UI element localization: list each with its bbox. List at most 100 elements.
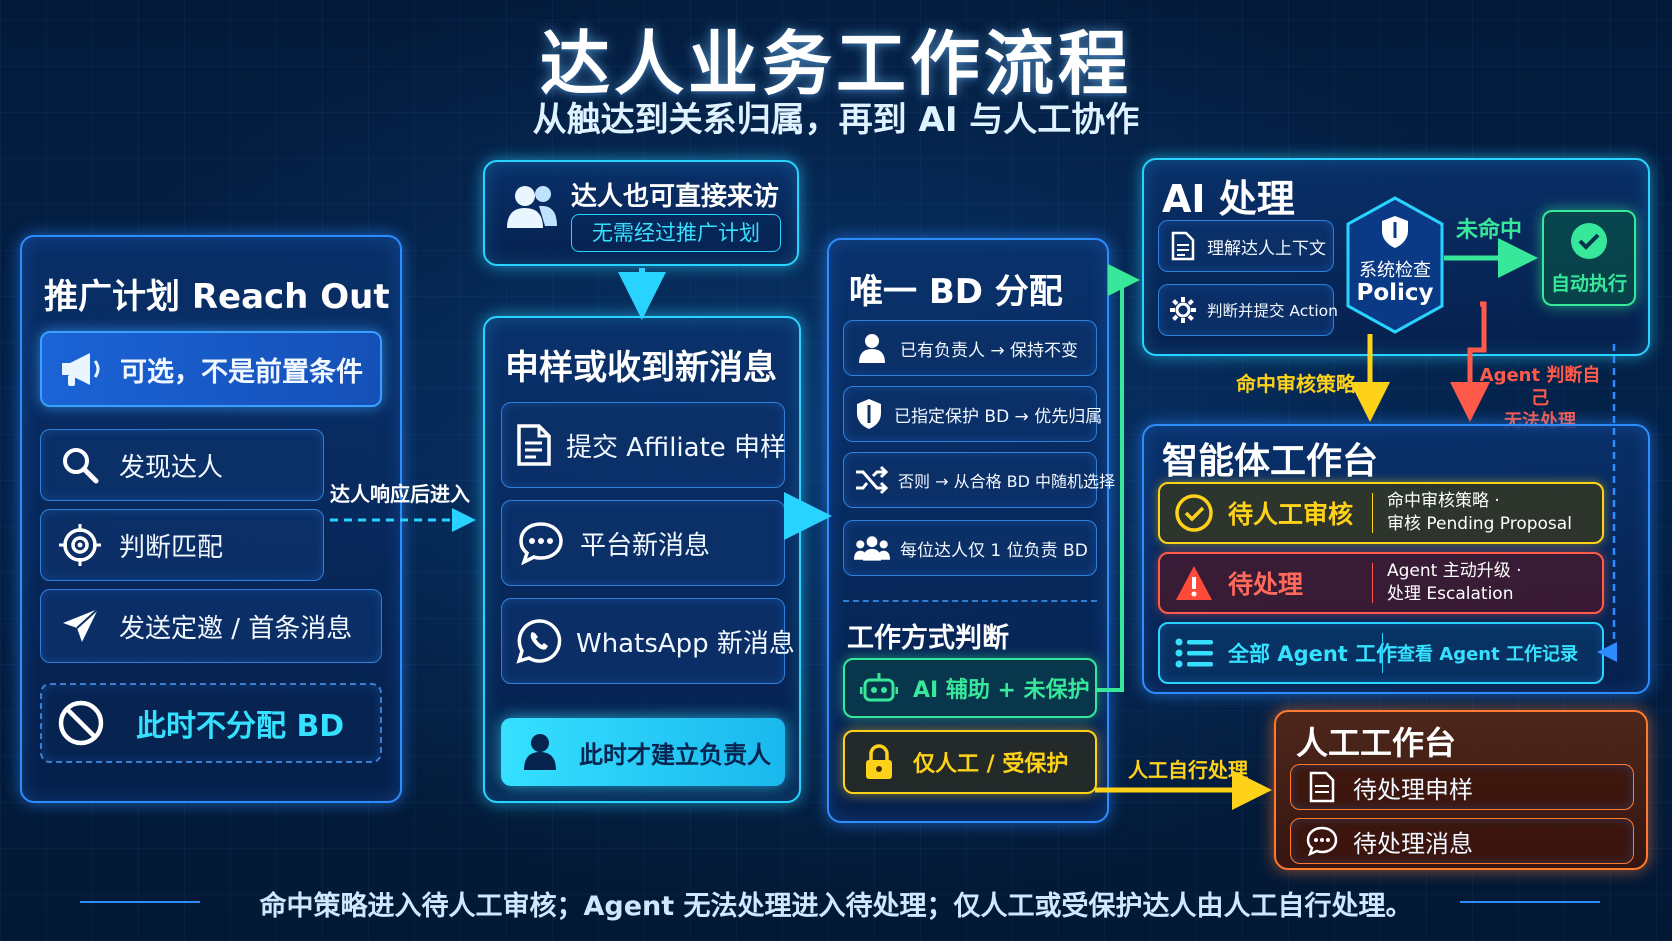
- document-icon: [1169, 231, 1197, 261]
- shield-icon: [1378, 214, 1412, 254]
- ai-process-panel: AI 处理 理解达人上下文 判断并提交 Action 系统检查 Policy 未…: [1142, 158, 1650, 356]
- page-subtitle: 从触达到关系归属，再到 AI 与人工协作: [532, 100, 1140, 140]
- gear-icon: [1169, 296, 1197, 324]
- item-whatsapp: WhatsApp 新消息: [501, 598, 795, 684]
- escalation-desc-line1: Agent 主动升级 ·: [1387, 561, 1522, 581]
- rule-protected-bd-label: 已指定保护 BD → 优先归属: [894, 406, 1103, 427]
- auto-exec-label: 自动执行: [1550, 272, 1627, 295]
- bd-divider: [843, 600, 1097, 602]
- check-circle-icon: [1174, 493, 1214, 533]
- pending-review-label: 待人工审核: [1228, 500, 1354, 529]
- row-all-agent-work: 全部 Agent 工作 查看 Agent 工作记录: [1158, 622, 1604, 684]
- step-match: 判断匹配: [40, 509, 324, 581]
- ai-step-action-label: 判断并提交 Action: [1207, 302, 1338, 320]
- escalation-desc-line2: 处理 Escalation: [1387, 584, 1514, 604]
- group-icon: [854, 533, 890, 563]
- reach-out-panel: 推广计划 Reach Out 可选，不是前置条件 发现达人 判断匹配 发送定邀 …: [20, 235, 402, 803]
- pending-review-desc-line1: 命中审核策略 ·: [1387, 491, 1500, 511]
- direct-visit-sub: 无需经过推广计划: [571, 214, 781, 252]
- human-item-messages-label: 待处理消息: [1353, 829, 1473, 858]
- item-affiliate: 提交 Affiliate 申样: [501, 402, 787, 488]
- lock-icon: [859, 743, 899, 781]
- list-icon: [1174, 638, 1214, 668]
- ai-step-action: 判断并提交 Action: [1158, 284, 1338, 336]
- check-circle-icon: [1569, 221, 1609, 265]
- optional-card: 可选，不是前置条件: [40, 331, 382, 407]
- agent-cannot-label: Agent 判断自己 无法处理: [1479, 365, 1601, 432]
- pending-review-desc-line2: 审核 Pending Proposal: [1387, 514, 1572, 534]
- miss-label: 未命中: [1456, 218, 1523, 243]
- step-match-label: 判断匹配: [119, 532, 224, 563]
- person-icon: [515, 732, 565, 772]
- human-item-samples-label: 待处理申样: [1353, 775, 1473, 804]
- after-reply-label: 达人响应后进入: [330, 482, 470, 506]
- agent-desk-panel: 智能体工作台 待人工审核 命中审核策略 · 审核 Pending Proposa…: [1142, 424, 1650, 694]
- chat-bubble-icon: [1305, 826, 1339, 856]
- new-message-panel: 申样或收到新消息 提交 Affiliate 申样 平台新消息 WhatsApp …: [483, 316, 801, 803]
- mode-manual-only-label: 仅人工 / 受保护: [913, 752, 1069, 777]
- hit-policy-label: 命中审核策略: [1236, 372, 1356, 396]
- agent-desk-title: 智能体工作台: [1162, 441, 1379, 482]
- chat-bubble-icon: [516, 521, 566, 565]
- ai-process-title: AI 处理: [1162, 177, 1295, 221]
- item-platform-label: 平台新消息: [580, 530, 711, 561]
- step-discover-label: 发现达人: [119, 452, 224, 483]
- all-agent-work-desc: 查看 Agent 工作记录: [1397, 644, 1578, 665]
- step-send: 发送定邀 / 首条消息: [40, 589, 382, 663]
- auto-exec-box: 自动执行: [1542, 210, 1636, 306]
- target-icon: [55, 523, 105, 567]
- item-affiliate-label: 提交 Affiliate 申样: [566, 432, 787, 463]
- create-owner-label: 此时才建立负责人: [579, 740, 771, 769]
- rule-existing-owner-label: 已有负责人 → 保持不变: [900, 340, 1079, 361]
- step-send-label: 发送定邀 / 首条消息: [119, 613, 353, 644]
- search-icon: [55, 445, 105, 485]
- mode-title: 工作方式判断: [847, 623, 1009, 654]
- policy-line2: Policy: [1356, 280, 1434, 306]
- robot-icon: [859, 671, 899, 705]
- item-whatsapp-label: WhatsApp 新消息: [576, 628, 795, 659]
- footer-note: 命中策略进入待人工审核；Agent 无法处理进入待处理；仅人工或受保护达人由人工…: [259, 891, 1413, 922]
- person-icon: [854, 332, 890, 364]
- rule-random: 否则 → 从合格 BD 中随机选择: [843, 452, 1115, 508]
- all-agent-work-label: 全部 Agent 工作: [1228, 642, 1398, 666]
- manual-self-label: 人工自行处理: [1128, 758, 1248, 782]
- policy-check-node: 系统检查 Policy: [1344, 196, 1446, 334]
- whatsapp-icon: [516, 618, 562, 664]
- row-pending-review: 待人工审核 命中审核策略 · 审核 Pending Proposal: [1158, 482, 1604, 544]
- step-discover: 发现达人: [40, 429, 324, 501]
- new-message-title: 申样或收到新消息: [505, 348, 777, 388]
- no-bd-label: 此时不分配 BD: [136, 709, 345, 744]
- rule-one-bd-label: 每位达人仅 1 位负责 BD: [900, 540, 1088, 561]
- send-icon: [55, 606, 105, 646]
- human-desk-title: 人工工作台: [1296, 724, 1457, 762]
- create-owner-card: 此时才建立负责人: [501, 718, 785, 786]
- human-item-messages: 待处理消息: [1290, 818, 1634, 864]
- optional-label: 可选，不是前置条件: [120, 356, 363, 388]
- bd-assign-title: 唯一 BD 分配: [849, 272, 1063, 312]
- ai-step-context: 理解达人上下文: [1158, 220, 1334, 272]
- mode-ai-assist: AI 辅助 + 未保护: [843, 658, 1097, 718]
- rule-random-label: 否则 → 从合格 BD 中随机选择: [898, 472, 1116, 491]
- row-divider: [1372, 563, 1373, 603]
- direct-visit-title: 达人也可直接来访: [571, 182, 780, 212]
- document-icon: [516, 423, 552, 467]
- shield-icon: [854, 397, 884, 431]
- human-desk-panel: 人工工作台 待处理申样 待处理消息: [1274, 710, 1648, 870]
- no-bd-card: 此时不分配 BD: [40, 683, 382, 763]
- bd-assign-panel: 唯一 BD 分配 已有负责人 → 保持不变 已指定保护 BD → 优先归属 否则…: [827, 238, 1115, 823]
- row-divider: [1382, 633, 1383, 673]
- policy-line1: 系统检查: [1359, 260, 1431, 281]
- mode-ai-assist-label: AI 辅助 + 未保护: [913, 678, 1090, 703]
- megaphone-icon: [56, 349, 106, 389]
- escalation-desc: Agent 主动升级 · 处理 Escalation: [1387, 560, 1522, 606]
- rule-existing-owner: 已有负责人 → 保持不变: [843, 320, 1097, 376]
- row-divider: [1372, 493, 1373, 533]
- page-title: 达人业务工作流程: [540, 23, 1132, 105]
- rule-protected-bd: 已指定保护 BD → 优先归属: [843, 386, 1102, 442]
- users-icon: [505, 182, 559, 236]
- item-platform: 平台新消息: [501, 500, 785, 586]
- escalation-label: 待处理: [1228, 570, 1304, 599]
- reach-out-title: 推广计划 Reach Out: [44, 277, 390, 317]
- row-escalation: 待处理 Agent 主动升级 · 处理 Escalation: [1158, 552, 1604, 614]
- warning-icon: [1174, 564, 1214, 602]
